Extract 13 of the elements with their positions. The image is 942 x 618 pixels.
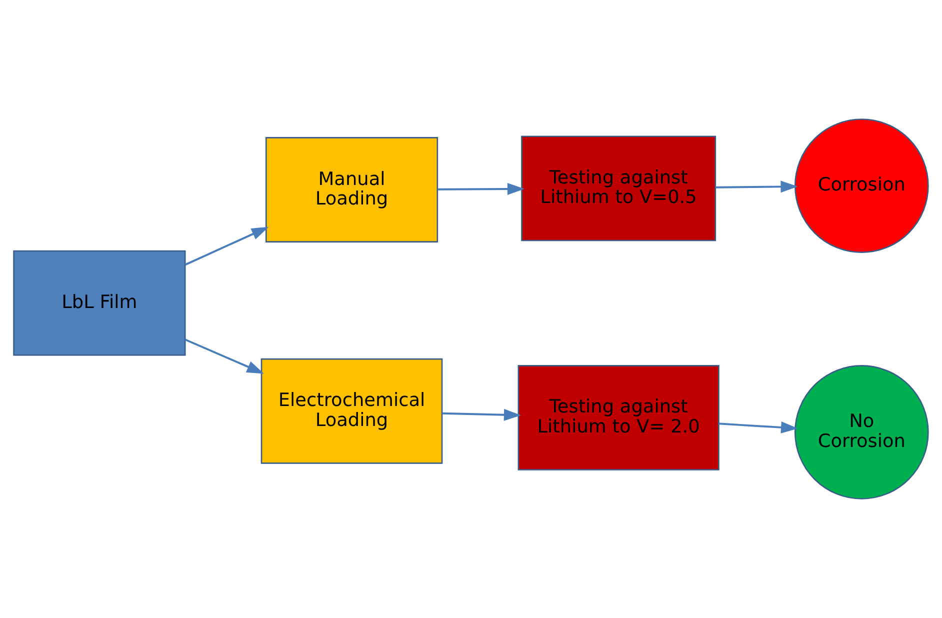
node-box: LbL Film: [13, 250, 186, 356]
node-box: Manual Loading: [265, 137, 438, 242]
arrow: [442, 408, 522, 421]
node-circle: No Corrosion: [794, 365, 929, 500]
arrow: [438, 182, 525, 195]
node-circle: Corrosion: [794, 118, 929, 253]
node-box: Testing against Lithium to V= 2.0: [518, 365, 720, 470]
arrow: [718, 421, 798, 434]
node-box: Electrochemical Loading: [260, 358, 443, 464]
arrow: [184, 338, 264, 374]
node-box: Testing against Lithium to V=0.5: [521, 136, 716, 242]
arrow: [716, 180, 798, 193]
arrow: [184, 226, 269, 266]
